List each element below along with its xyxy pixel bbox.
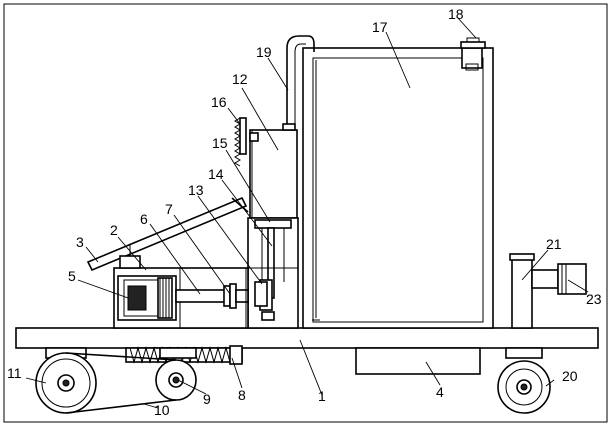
callout-15: 15 xyxy=(212,135,228,151)
leader-5 xyxy=(77,279,129,299)
middle-wheel xyxy=(155,347,197,401)
callout-16: 16 xyxy=(211,94,227,110)
callout-12: 12 xyxy=(232,71,248,87)
callout-10: 10 xyxy=(154,402,170,418)
callout-8: 8 xyxy=(238,387,246,403)
brush-head xyxy=(234,117,247,167)
leader-8 xyxy=(231,357,243,389)
diagram-frame xyxy=(3,3,608,423)
leader-14 xyxy=(221,179,273,247)
leader-13 xyxy=(197,195,263,285)
leader-2 xyxy=(117,236,147,271)
leader-4 xyxy=(425,361,441,386)
tank-cap-knob xyxy=(466,37,480,43)
leader-1 xyxy=(299,339,323,396)
callout-7: 7 xyxy=(165,201,173,217)
leader-15 xyxy=(225,149,271,223)
gearbox xyxy=(245,267,299,329)
drive-belt xyxy=(65,352,177,414)
callout-18: 18 xyxy=(448,6,464,22)
leader-6 xyxy=(149,223,201,295)
leader-7 xyxy=(173,214,231,295)
leader-21 xyxy=(521,249,549,281)
base-platform xyxy=(15,327,599,349)
supply-pipe xyxy=(286,35,315,128)
supply-pipe-inner xyxy=(294,43,306,128)
spray-box xyxy=(249,129,298,219)
leader-11 xyxy=(25,377,47,384)
callout-19: 19 xyxy=(256,44,272,60)
callout-14: 14 xyxy=(208,166,224,182)
callout-17: 17 xyxy=(372,19,388,35)
callout-9: 9 xyxy=(203,391,211,407)
callout-13: 13 xyxy=(188,182,204,198)
left-wheel xyxy=(35,347,97,414)
leader-9 xyxy=(177,379,207,395)
callout-6: 6 xyxy=(140,211,148,227)
tank-cap xyxy=(460,41,486,49)
handle-assembly xyxy=(509,253,587,329)
leader-10 xyxy=(143,403,159,409)
spray-box-nozzle xyxy=(249,132,259,142)
storage-box xyxy=(355,347,481,375)
drive-shaft xyxy=(175,283,249,309)
callout-1: 1 xyxy=(318,388,326,404)
screw-base xyxy=(261,311,275,321)
spray-box-cap xyxy=(282,123,296,131)
callout-23: 23 xyxy=(586,291,602,307)
leader-12 xyxy=(241,87,279,151)
worm-gear xyxy=(254,281,268,307)
leader-19 xyxy=(267,57,289,91)
lift-bracket xyxy=(254,219,292,229)
tank xyxy=(302,47,494,329)
callout-3: 3 xyxy=(76,234,84,250)
callout-4: 4 xyxy=(436,384,444,400)
right-wheel xyxy=(497,347,551,414)
leader-17 xyxy=(385,31,411,89)
leader-20 xyxy=(545,379,555,387)
callout-11: 11 xyxy=(7,365,22,381)
leader-3 xyxy=(85,246,99,263)
callout-21: 21 xyxy=(546,236,562,252)
callout-5: 5 xyxy=(68,268,76,284)
leader-23 xyxy=(567,279,589,293)
callout-2: 2 xyxy=(110,222,118,238)
leader-18 xyxy=(457,17,477,39)
callout-20: 20 xyxy=(562,368,578,384)
leader-16 xyxy=(227,107,241,125)
